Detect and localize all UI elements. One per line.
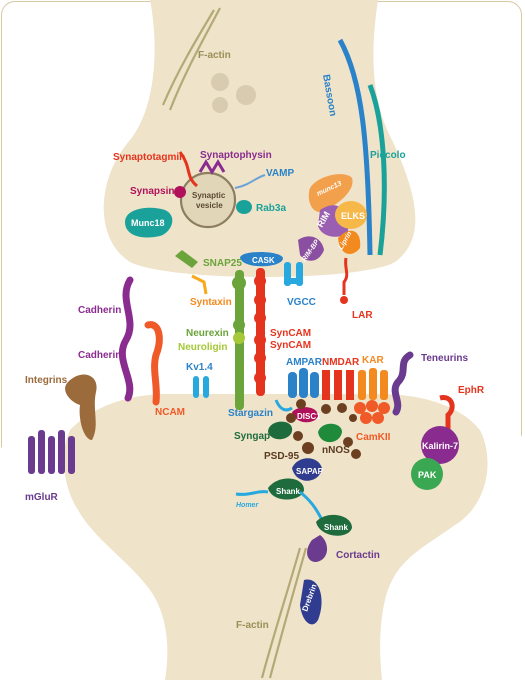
label-camkii: CamKII [356,432,391,443]
actin-filaments-bottom [260,547,308,679]
stargazin-shape [274,399,293,412]
elks-shape [335,201,367,229]
label-vesicle-1: Synaptic [192,191,226,200]
label-integrins: Integrins [25,375,68,386]
label-cadherin-1: Cadherin [78,305,121,316]
lar-dot [340,296,348,304]
shank2-shape [316,514,352,536]
label-nnos: nNOS [322,445,350,456]
label-synaptotagmin: Synaptotagmin [113,152,185,163]
snap25-shape [175,250,198,268]
drebrin-shape [300,579,322,625]
label-syntaxin: Syntaxin [190,297,232,308]
label-ampar: AMPAR [286,357,323,368]
label-lar: LAR [352,310,373,321]
label-munc18: Munc18 [131,218,165,228]
label-factin-top: F-actin [198,50,231,61]
label-psd95: PSD-95 [264,451,299,462]
label-kar: KAR [362,355,384,366]
kalirin7-shape [421,426,459,464]
teneurins-shape [391,351,414,416]
label-neurexin: Neurexin [186,328,229,339]
label-kv14: Kv1.4 [186,362,213,373]
label-shank-1: Shank [276,487,301,496]
label-vgcc: VGCC [287,297,316,308]
munc18-shape [125,207,173,238]
cask-shape [240,252,283,267]
label-shank-2: Shank [324,523,349,532]
label-pak: PAK [418,470,437,480]
label-sapap: SAPAP [296,467,324,476]
nnos-shape [318,423,342,443]
rimbp-shape [298,236,324,261]
shank-linker [299,490,324,521]
mglur-shape [28,430,75,474]
label-synapsin: Synapsin [130,186,174,197]
liprin-shape [338,230,361,254]
label-neuroligin: Neuroligin [178,342,227,353]
cortactin-shape [307,535,328,562]
label-kalirin7: Kalirin-7 [422,441,458,451]
synapsin-shape [174,186,186,198]
munc13-shape [308,174,353,213]
vgcc-shape [284,262,303,286]
psd95-chain [286,399,361,459]
label-stargazin: Stargazin [228,408,273,419]
ncam-shape [144,321,163,406]
ampar-shape [288,368,319,398]
synaptophysin-shape [198,159,226,175]
synaptic-vesicle [179,171,237,229]
integrins-shape [65,374,97,440]
cadherin-shape [118,276,134,402]
camkii-shape [354,400,390,424]
label-snap25: SNAP25 [203,258,242,269]
lar-shape [342,257,349,295]
pak-shape [411,458,443,490]
neurexin-neuroligin [232,270,246,410]
kv14-shape [193,376,209,398]
vamp-shape [234,174,266,189]
label-syngap: Syngap [234,431,270,442]
actin-filaments-top [161,7,221,111]
sapap-shape [292,458,322,481]
label-mglur: mGluR [25,492,59,503]
label-piccolo: Piccolo [370,150,406,161]
vesicles [211,73,256,113]
label-syncam-1: SynCAM [270,328,311,339]
label-vesicle-2: vesicle [196,201,223,210]
label-elks: ELKS [341,211,365,221]
label-factin-bottom: F-actin [236,620,269,631]
syncam-shape [254,268,266,396]
label-rab3a: Rab3a [256,203,286,214]
label-nmdar: NMDAR [322,357,360,368]
syntaxin-shape [191,274,208,295]
postsynaptic-spine [63,394,488,680]
homer-shape [235,490,269,496]
label-synaptophysin: Synaptophysin [200,150,272,161]
syngap-shape [268,421,293,440]
synaptotagmin-shape [178,151,199,188]
piccolo [367,84,387,256]
label-syncam-2: SynCAM [270,340,311,351]
label-cortactin: Cortactin [336,550,380,561]
shank1-shape [268,478,304,500]
rab3a-shape [236,200,252,214]
label-ncam: NCAM [155,407,185,418]
label-teneurins: Teneurins [421,353,468,364]
label-vamp: VAMP [266,168,294,179]
label-disc1: DISC1 [297,412,321,421]
label-homer: Homer [236,502,259,509]
nmdar-shape [322,370,354,400]
label-ephr: EphR [458,385,485,396]
disc1-shape [292,407,318,423]
ephr-shape [439,395,455,430]
bassoon [337,38,373,256]
label-cask: CASK [252,256,275,265]
label-cadherin-2: Cadherin [78,350,121,361]
kar-shape [358,368,388,400]
